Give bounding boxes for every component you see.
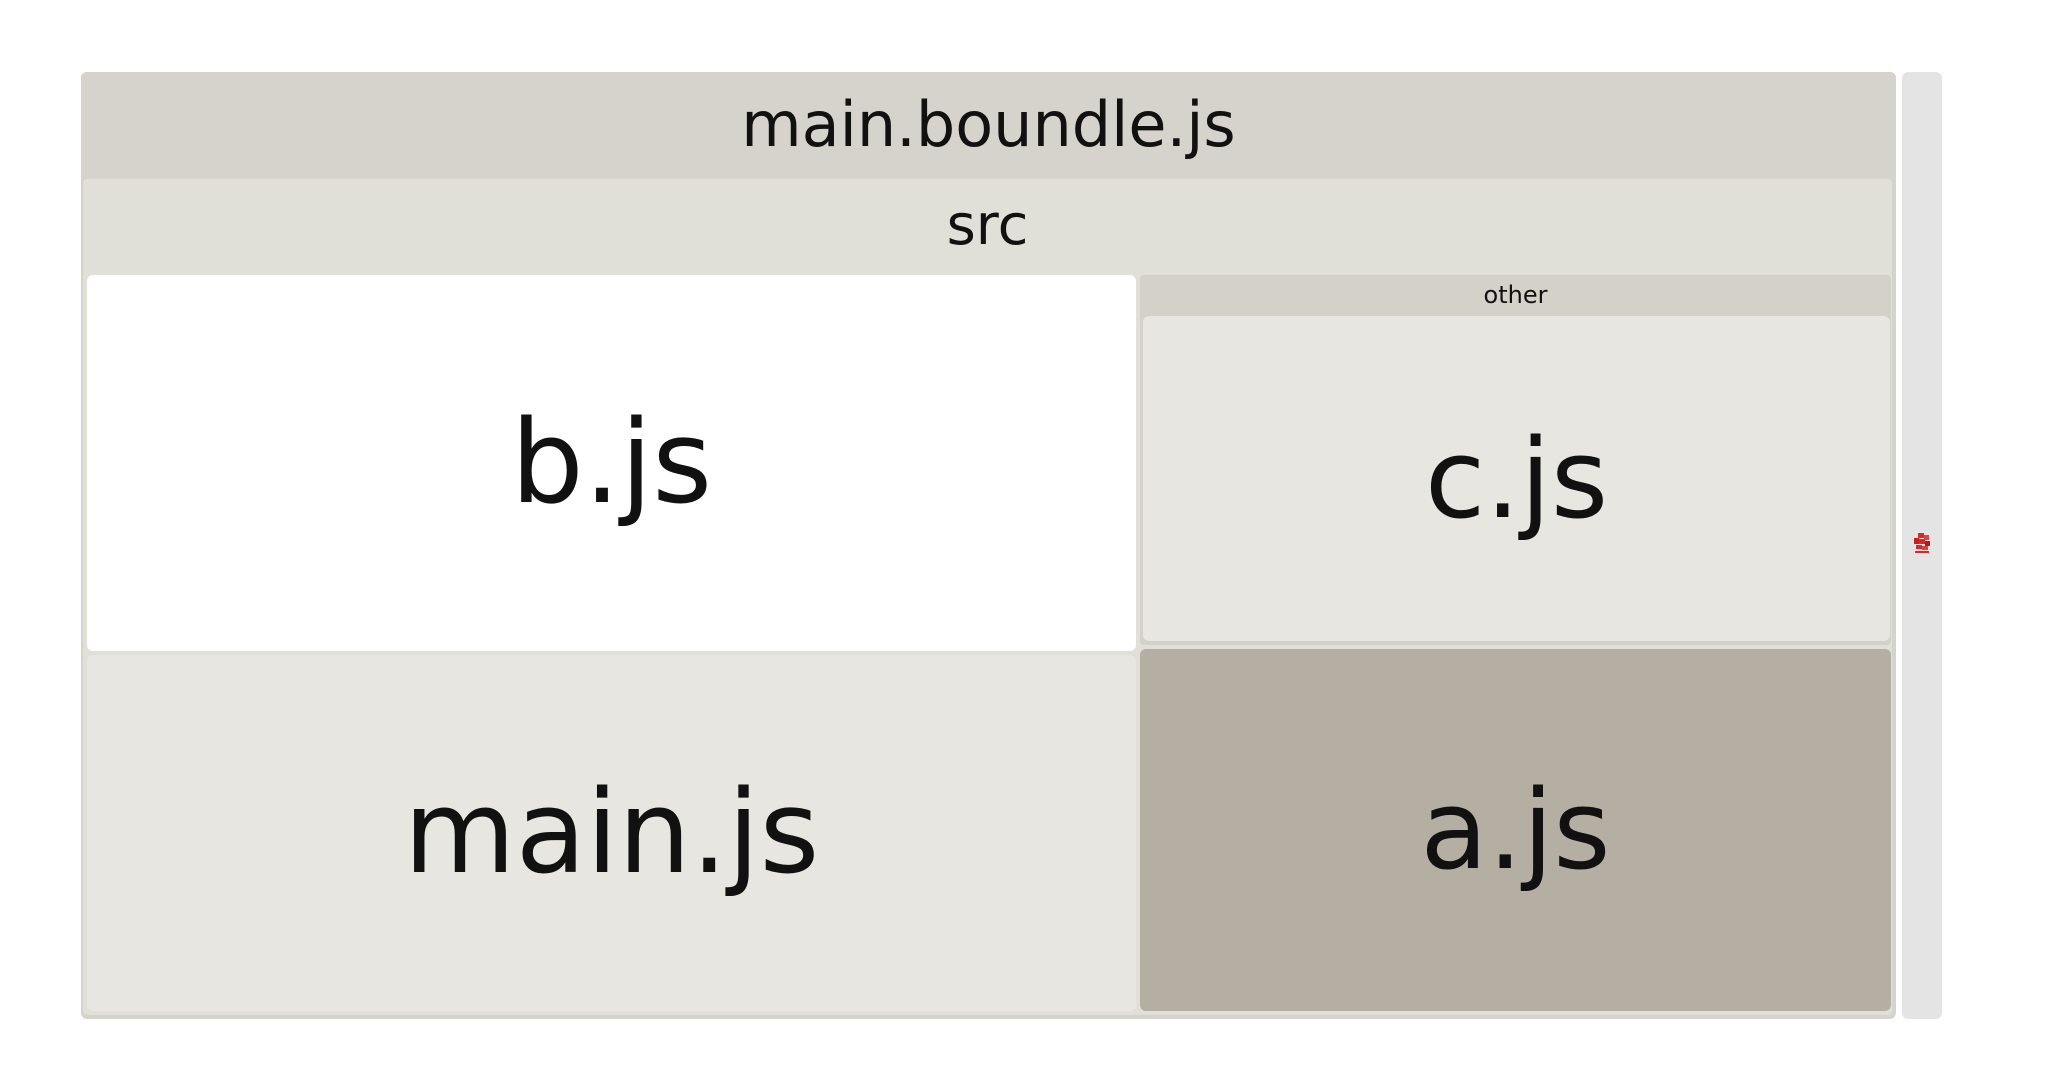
mini-logo-icon[interactable] (1913, 532, 1931, 554)
src-group-label: src (946, 192, 1029, 258)
tile-c-js[interactable]: c.js (1143, 316, 1890, 641)
src-group[interactable]: src b.js main.js other c.js a.js (83, 179, 1892, 1015)
treemap: main.boundle.js src b.js main.js other c… (81, 72, 1896, 1019)
tile-c-js-label: c.js (1424, 414, 1609, 543)
other-group[interactable]: other c.js (1140, 275, 1891, 645)
side-scroll-strip[interactable] (1902, 72, 1942, 1019)
tile-b-js-label: b.js (510, 396, 713, 530)
tile-a-js[interactable]: a.js (1140, 649, 1891, 1011)
tile-main-js[interactable]: main.js (87, 655, 1136, 1011)
tile-main-js-label: main.js (403, 766, 820, 900)
bundle-node-label[interactable]: main.boundle.js (81, 72, 1896, 177)
other-group-label: other (1483, 281, 1548, 309)
tile-b-js[interactable]: b.js (87, 275, 1136, 651)
tile-a-js-label: a.js (1420, 766, 1611, 894)
